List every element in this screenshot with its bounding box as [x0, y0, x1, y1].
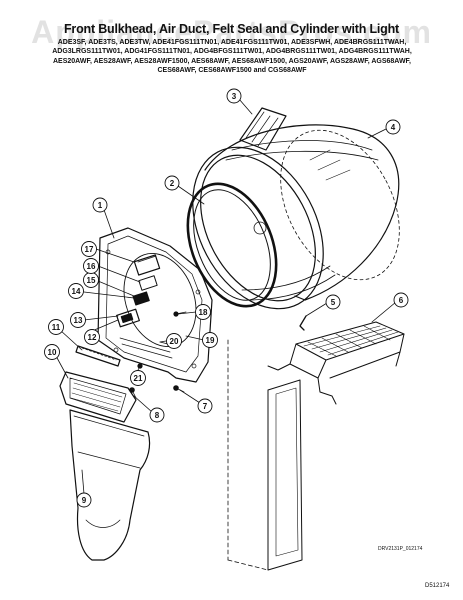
part-felt-seal [186, 182, 278, 308]
callout-6: 6 [393, 292, 409, 308]
model-line: ADG3LRGS111TW01, ADG41FGS111TN01, ADG4BF… [52, 48, 412, 56]
svg-text:9: 9 [82, 496, 87, 505]
svg-text:1: 1 [98, 201, 103, 210]
svg-text:2: 2 [170, 179, 175, 188]
svg-text:15: 15 [87, 276, 96, 285]
callout-4: 4 [385, 119, 401, 135]
callout-21: 21 [130, 370, 146, 386]
callout-8: 8 [149, 407, 165, 423]
part-seal-strip [75, 345, 121, 367]
part-screws [129, 311, 187, 399]
part-drum-cylinder [192, 124, 400, 310]
callout-11: 11 [48, 319, 64, 335]
callout-19: 19 [202, 332, 218, 348]
svg-text:18: 18 [199, 308, 208, 317]
model-list: ADE3SF, ADE3TS, ADE3TW, ADE41FGS111TN01,… [12, 38, 452, 76]
part-drying-rack [267, 321, 405, 405]
model-line: ADE3SF, ADE3TS, ADE3TW, ADE41FGS111TN01,… [57, 39, 407, 46]
callout-15: 15 [83, 272, 99, 288]
diagram-title: Front Bulkhead, Air Duct, Felt Seal and … [64, 22, 399, 36]
callout-9: 9 [76, 492, 92, 508]
sheet-code: D512174 [425, 583, 450, 589]
part-front-bulkhead [97, 227, 213, 383]
callout-3: 3 [226, 88, 242, 104]
callout-14: 14 [68, 283, 84, 299]
callout-17: 17 [81, 241, 97, 257]
svg-text:3: 3 [232, 92, 237, 101]
part-lint-filter [59, 371, 137, 423]
callout-16: 16 [83, 258, 99, 274]
drawing-code: DRV2131P_012174 [378, 546, 423, 552]
model-line: CES68AWF, CES68AWF1500 and CGS68AWF [157, 67, 307, 75]
callout-7: 7 [197, 398, 213, 414]
svg-text:11: 11 [52, 323, 61, 332]
svg-text:14: 14 [72, 287, 81, 296]
svg-text:13: 13 [74, 316, 83, 325]
svg-text:6: 6 [399, 296, 404, 305]
svg-text:20: 20 [170, 337, 179, 346]
svg-text:12: 12 [88, 333, 97, 342]
part-pin [299, 315, 307, 331]
callout-5: 5 [325, 294, 341, 310]
svg-text:8: 8 [155, 411, 160, 420]
callouts: 1 2 3 4 5 6 7 8 9 10 11 12 13 14 15 16 1… [44, 88, 409, 508]
callout-2: 2 [164, 175, 180, 191]
callout-10: 10 [44, 344, 60, 360]
svg-text:16: 16 [87, 262, 96, 271]
part-panel-outline [227, 339, 303, 571]
svg-text:10: 10 [48, 348, 57, 357]
part-baffle [239, 107, 287, 151]
svg-text:17: 17 [85, 245, 94, 254]
svg-text:19: 19 [206, 336, 215, 345]
callout-1: 1 [92, 197, 108, 213]
callout-13: 13 [70, 312, 86, 328]
svg-text:7: 7 [203, 402, 208, 411]
part-air-duct [69, 409, 151, 561]
callout-18: 18 [195, 304, 211, 320]
leader-lines [55, 98, 397, 495]
callout-20: 20 [166, 333, 182, 349]
callout-12: 12 [84, 329, 100, 345]
svg-text:5: 5 [331, 298, 336, 307]
svg-text:21: 21 [134, 374, 143, 383]
svg-text:4: 4 [391, 123, 396, 132]
model-line: AES20AWF, AES28AWF, AES28AWF1500, AES68A… [52, 57, 412, 65]
